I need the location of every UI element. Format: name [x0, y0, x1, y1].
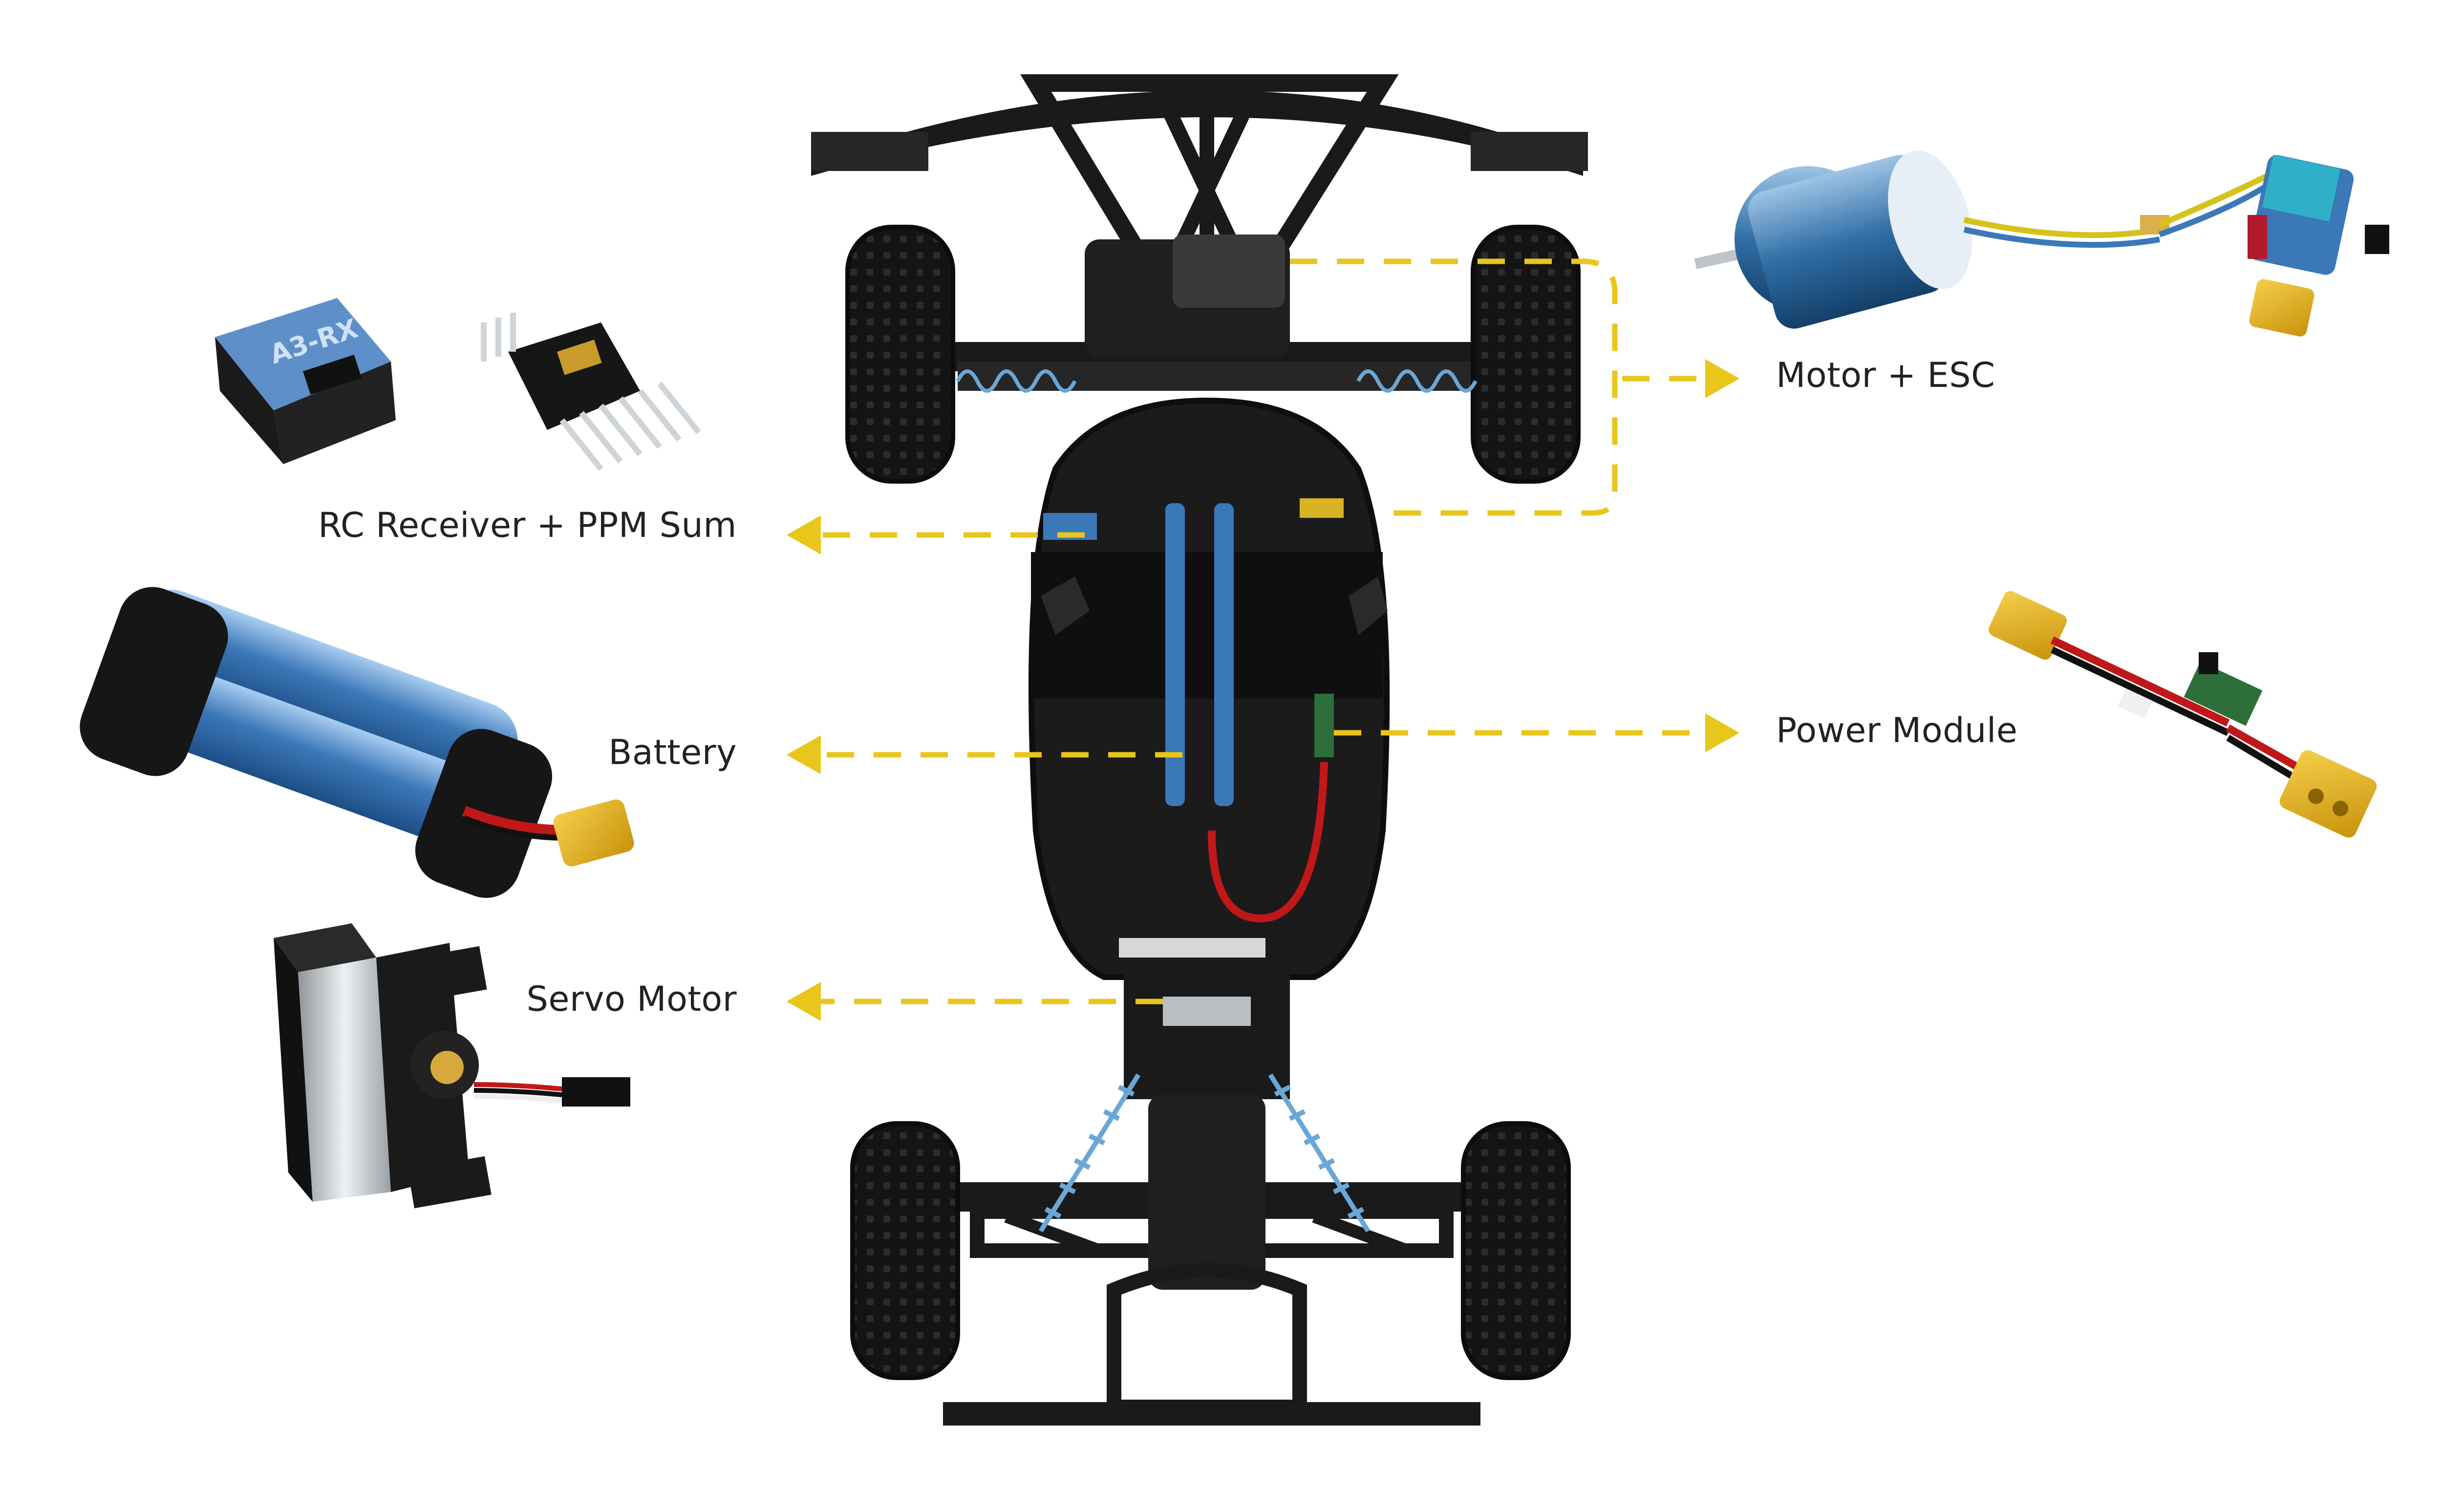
battery-illustration [80, 587, 634, 898]
label-motor-esc: Motor + ESC [1776, 355, 1995, 395]
callout-arrow-battery [787, 735, 821, 774]
power-module-illustration [1989, 591, 2377, 838]
battery-cover [1031, 552, 1383, 699]
motor-esc-illustration [1694, 150, 2389, 337]
rear-spring-left [1038, 1073, 1141, 1233]
rear-bumper [943, 1402, 1480, 1426]
ppm-sum-illustration [481, 313, 701, 471]
callouts [787, 258, 1739, 1021]
label-servo: Servo Motor [526, 979, 737, 1019]
callout-arrow-servo [787, 982, 821, 1021]
rear-spring-right [1268, 1073, 1371, 1233]
front-left-wheel [845, 225, 955, 484]
rear-left-wheel [850, 1121, 960, 1380]
rear-bumper-loop [1107, 1263, 1307, 1414]
callout-arrow-motor-esc [1705, 359, 1739, 398]
front-bumper-end-right [1471, 132, 1588, 171]
front-spring-left [956, 369, 1077, 393]
callout-arrow-power [1705, 713, 1739, 752]
chassis-neck [1124, 972, 1290, 1099]
callout-arrow-rc [787, 515, 821, 554]
label-rc-receiver: RC Receiver + PPM Sum [318, 505, 737, 545]
front-spring-right [1356, 369, 1478, 393]
front-bumper [811, 90, 1583, 176]
label-power-module: Power Module [1776, 710, 2018, 750]
rear-right-wheel [1461, 1121, 1571, 1380]
front-right-wheel [1471, 225, 1581, 484]
chassis [811, 74, 1588, 1426]
callout-line-motor-esc [1290, 258, 1618, 516]
servo-illustration [274, 923, 630, 1209]
front-bumper-end-left [811, 132, 928, 171]
rc-receiver-illustration: A3-RX [215, 298, 396, 464]
label-battery: Battery [608, 732, 737, 772]
servo-on-chassis [1163, 997, 1251, 1026]
rear-differential [1148, 1094, 1265, 1290]
